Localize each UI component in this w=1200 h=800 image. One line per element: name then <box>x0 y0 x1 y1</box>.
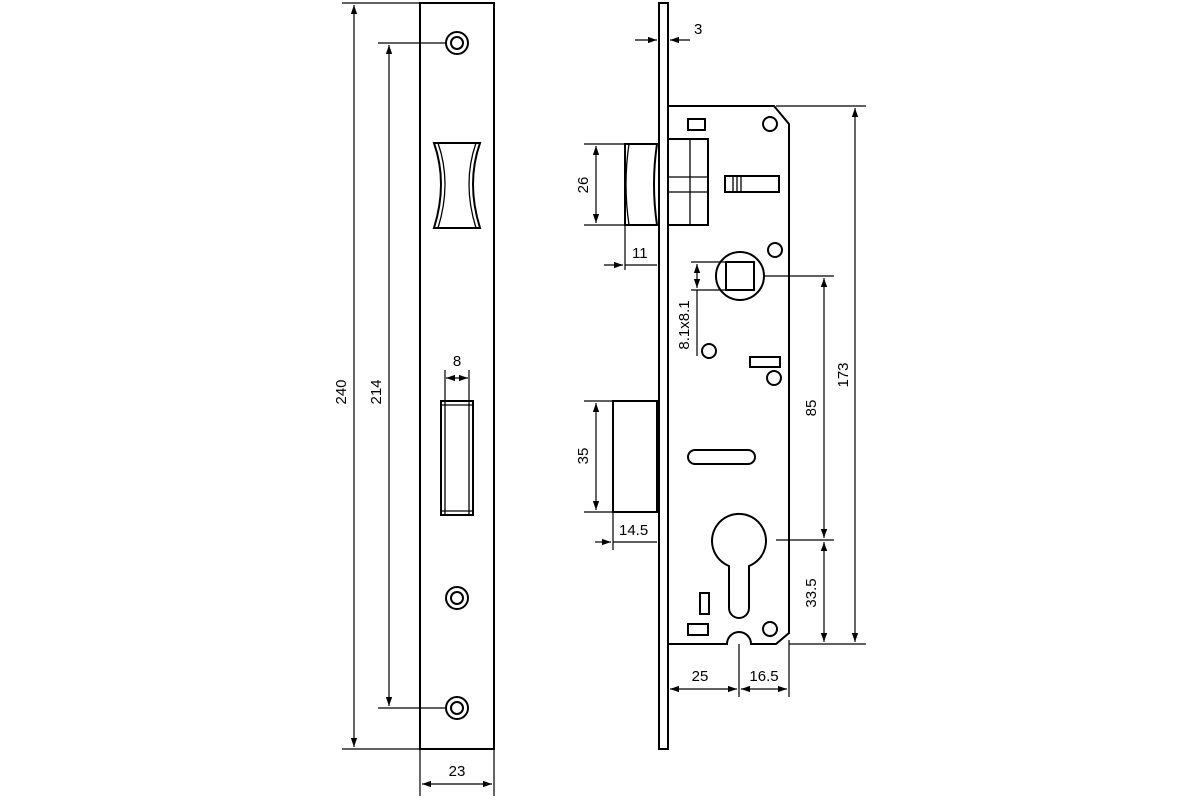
hook-piece <box>749 356 782 386</box>
rivet-top-right <box>762 116 778 132</box>
dimension-23: 23 <box>419 749 495 796</box>
dimension-33.5: 33.5 <box>803 542 828 642</box>
dead-bolt <box>612 400 658 513</box>
dimension-14.5: 14.5 <box>595 512 657 550</box>
latch-bolt <box>624 138 709 226</box>
faceplate-edge <box>658 2 669 750</box>
dim-label-11: 11 <box>632 245 648 262</box>
slot-top <box>687 118 706 131</box>
dim-label-214: 214 <box>368 379 385 404</box>
dim-label-16.5: 16.5 <box>749 668 778 685</box>
latch-opening <box>432 142 482 229</box>
small-slot-vertical <box>699 592 710 615</box>
spindle-hub <box>715 251 765 301</box>
dimension-173: 173 <box>776 105 866 645</box>
dim-label-85: 85 <box>803 400 820 417</box>
lock-body <box>667 105 790 645</box>
screw-hole-top <box>445 31 469 55</box>
bolt-slot <box>440 400 474 516</box>
dimension-11: 11 <box>604 225 657 270</box>
dimension-240: 240 <box>333 2 420 750</box>
dim-label-14.5: 14.5 <box>619 522 648 539</box>
front-faceplate <box>419 2 495 750</box>
dim-label-8.1x8.1: 8.1x8.1 <box>676 300 693 349</box>
rivet-bottom-right <box>762 621 778 637</box>
dimension-16.5: 16.5 <box>741 640 790 697</box>
cylinder-cutout <box>711 513 767 619</box>
dim-label-25: 25 <box>692 668 709 685</box>
dim-label-3: 3 <box>694 21 702 38</box>
dimension-25: 25 <box>670 644 740 697</box>
dimension-3: 3 <box>635 21 702 44</box>
small-slot-bottom <box>687 623 709 636</box>
dim-label-35: 35 <box>575 448 592 465</box>
dimension-85: 85 <box>764 275 834 541</box>
dimension-8: 8 <box>444 353 470 401</box>
dimension-8.1x8.1: 8.1x8.1 <box>676 261 726 356</box>
screw-hole-bottom <box>445 696 469 720</box>
dimension-26: 26 <box>575 143 625 226</box>
dim-label-33.5: 33.5 <box>803 578 820 607</box>
faceplate-outline <box>419 2 495 750</box>
horizontal-slot <box>687 449 756 465</box>
dim-label-26: 26 <box>575 177 592 194</box>
dimension-35: 35 <box>575 400 613 513</box>
rivet-left <box>701 343 717 359</box>
dim-label-23: 23 <box>449 763 466 780</box>
dim-label-240: 240 <box>333 379 350 404</box>
rivet-mid-right <box>767 242 783 258</box>
dimension-214: 214 <box>368 42 446 709</box>
side-view <box>612 2 790 750</box>
dim-label-173: 173 <box>835 362 852 387</box>
screw-hole-lower <box>445 586 469 610</box>
lever-piece <box>724 175 780 193</box>
dim-label-8: 8 <box>453 353 461 370</box>
